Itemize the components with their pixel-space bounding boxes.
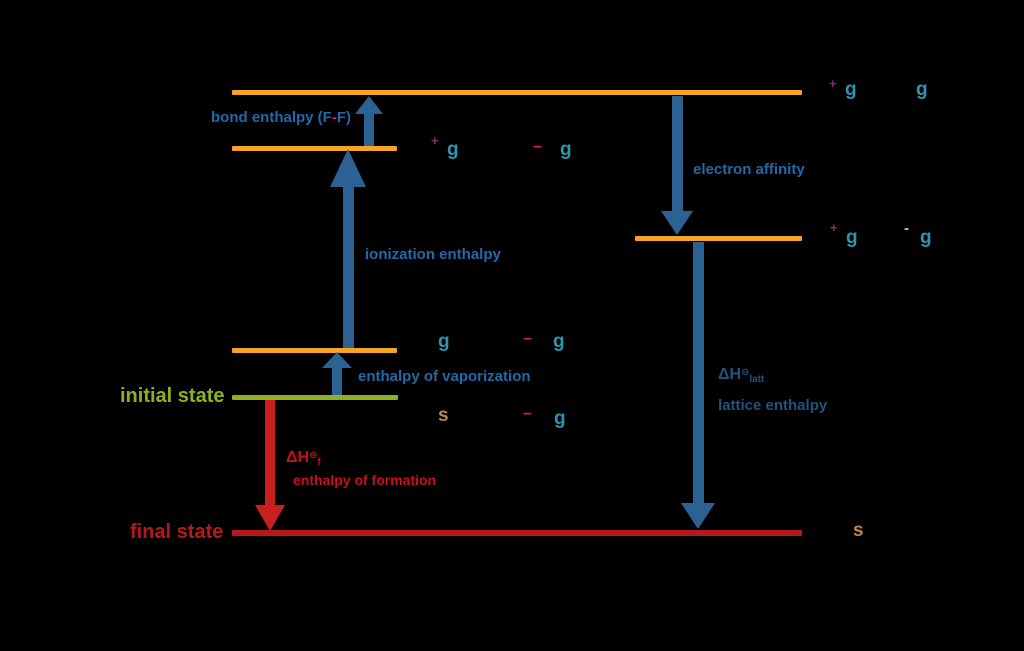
bond-enthalpy-arrow: [364, 112, 374, 146]
final-state-label: final state: [130, 522, 223, 542]
charge-plus-ionized: +: [431, 133, 439, 148]
ionization-enthalpy-label: ionization enthalpy: [365, 247, 501, 262]
vaporization-enthalpy-label-part: enthalpy of vaporization: [358, 368, 531, 385]
bond-dash-ionized: –: [533, 138, 542, 155]
charge-minus-ions: -: [904, 220, 909, 237]
vaporization-arrow: [332, 366, 342, 395]
level-initial-state: [232, 395, 398, 400]
level-atoms-ionized: [232, 146, 397, 151]
bond-dash-initial: –: [523, 405, 532, 422]
state-gas-top-2: g: [916, 79, 928, 100]
lattice-enthalpy-arrow-head: [681, 503, 715, 529]
electron-affinity-arrow-head: [660, 211, 693, 235]
lattice-enthalpy-symbol-part: ΔH: [718, 366, 742, 383]
lattice-enthalpy-symbol-part: ⊖: [741, 366, 750, 378]
level-vaporized: [232, 348, 397, 353]
state-gas-ionized-2: g: [560, 139, 572, 160]
vaporization-enthalpy-label: enthalpy of vaporization: [358, 369, 531, 384]
formation-enthalpy-arrow: [265, 400, 275, 507]
electron-affinity-arrow: [671, 96, 683, 213]
initial-state-label-part: initial state: [120, 385, 225, 407]
state-gas-top-1: g: [845, 79, 857, 100]
final-state-label-part: final state: [130, 521, 224, 543]
state-solid-final: s: [853, 520, 864, 541]
electron-affinity-label: electron affinity: [693, 162, 805, 177]
bond-enthalpy-arrow-head: [355, 96, 383, 114]
lattice-enthalpy-caption-part: lattice enthalpy: [718, 397, 828, 414]
state-gas-ions-2: g: [920, 227, 932, 248]
vaporization-arrow-head: [322, 352, 352, 368]
bond-dash-vaporized: –: [523, 330, 532, 347]
ionization-enthalpy-label-part: ionization enthalpy: [365, 246, 501, 263]
ionization-arrow: [342, 185, 354, 348]
lattice-enthalpy-arrow: [692, 242, 704, 505]
state-gas-ionized-1: g: [447, 139, 459, 160]
lattice-enthalpy-symbol: ΔH⊖latt: [718, 366, 765, 386]
level-top: [232, 90, 802, 95]
state-gas-vaporized-2: g: [553, 331, 565, 352]
level-ions-gas: [635, 236, 802, 241]
formation-enthalpy-caption: enthalpy of formation: [293, 473, 436, 487]
state-gas-vaporized-1: g: [438, 331, 450, 352]
charge-plus-ions: +: [830, 220, 838, 235]
level-final-state: [232, 530, 802, 536]
bond-enthalpy-label-part: -: [331, 109, 337, 126]
charge-plus-top: +: [829, 76, 837, 91]
state-solid-initial: s: [438, 405, 449, 426]
formation-enthalpy-symbol-part: ΔH: [286, 449, 310, 466]
lattice-enthalpy-caption: lattice enthalpy: [718, 398, 827, 413]
bond-enthalpy-label-part: F): [336, 109, 351, 126]
formation-enthalpy-symbol-part: ⊖: [309, 449, 318, 461]
state-gas-initial: g: [554, 408, 566, 429]
bond-enthalpy-label: bond enthalpy (F-F): [211, 110, 351, 125]
formation-enthalpy-caption-part: enthalpy of formation: [293, 472, 437, 488]
electron-affinity-label-part: electron affinity: [693, 161, 805, 178]
ionization-arrow-head: [329, 149, 366, 187]
formation-enthalpy-arrow-head: [255, 505, 285, 531]
formation-enthalpy-symbol-part: f: [317, 457, 321, 469]
bond-enthalpy-label-part: bond enthalpy (F: [211, 109, 332, 126]
state-gas-ions-1: g: [846, 227, 858, 248]
lattice-enthalpy-symbol-part: latt: [749, 374, 765, 386]
initial-state-label: initial state: [120, 386, 224, 406]
formation-enthalpy-symbol: ΔH⊖f: [286, 449, 321, 469]
